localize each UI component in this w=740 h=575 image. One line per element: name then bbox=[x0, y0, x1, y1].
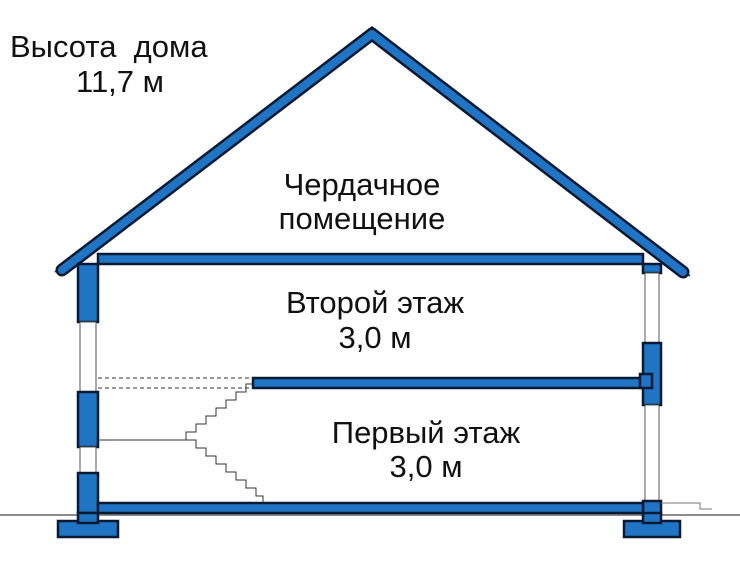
second-floor-slab bbox=[251, 376, 645, 390]
left-wall-top bbox=[76, 262, 100, 324]
right-window-lower bbox=[644, 404, 660, 502]
house-height-caption: Высота дома bbox=[10, 29, 208, 64]
second-floor-name: Второй этаж bbox=[286, 285, 464, 320]
first-floor-slab bbox=[96, 501, 645, 515]
left-wall-bottom bbox=[76, 471, 100, 515]
staircase-lower bbox=[186, 439, 264, 503]
attic-label-line2: помещение bbox=[279, 201, 446, 236]
second-floor-height: 3,0 м bbox=[338, 320, 411, 355]
left-wall-middle bbox=[76, 390, 100, 449]
right-foundation-post bbox=[641, 511, 663, 525]
first-floor-name: Первый этаж bbox=[332, 415, 521, 450]
right-wall-cap bbox=[641, 262, 663, 275]
left-foundation-post bbox=[76, 511, 100, 525]
porch-step bbox=[661, 502, 712, 510]
attic-label-line1: Чердачное bbox=[284, 167, 441, 202]
left-window-upper bbox=[79, 321, 97, 393]
attic-floor-slab bbox=[96, 252, 645, 266]
house-height-value: 11,7 м bbox=[76, 64, 164, 99]
first-floor-height: 3,0 м bbox=[389, 449, 462, 484]
staircase bbox=[98, 383, 253, 441]
left-window-lower bbox=[79, 446, 97, 474]
right-window-upper bbox=[644, 272, 660, 344]
